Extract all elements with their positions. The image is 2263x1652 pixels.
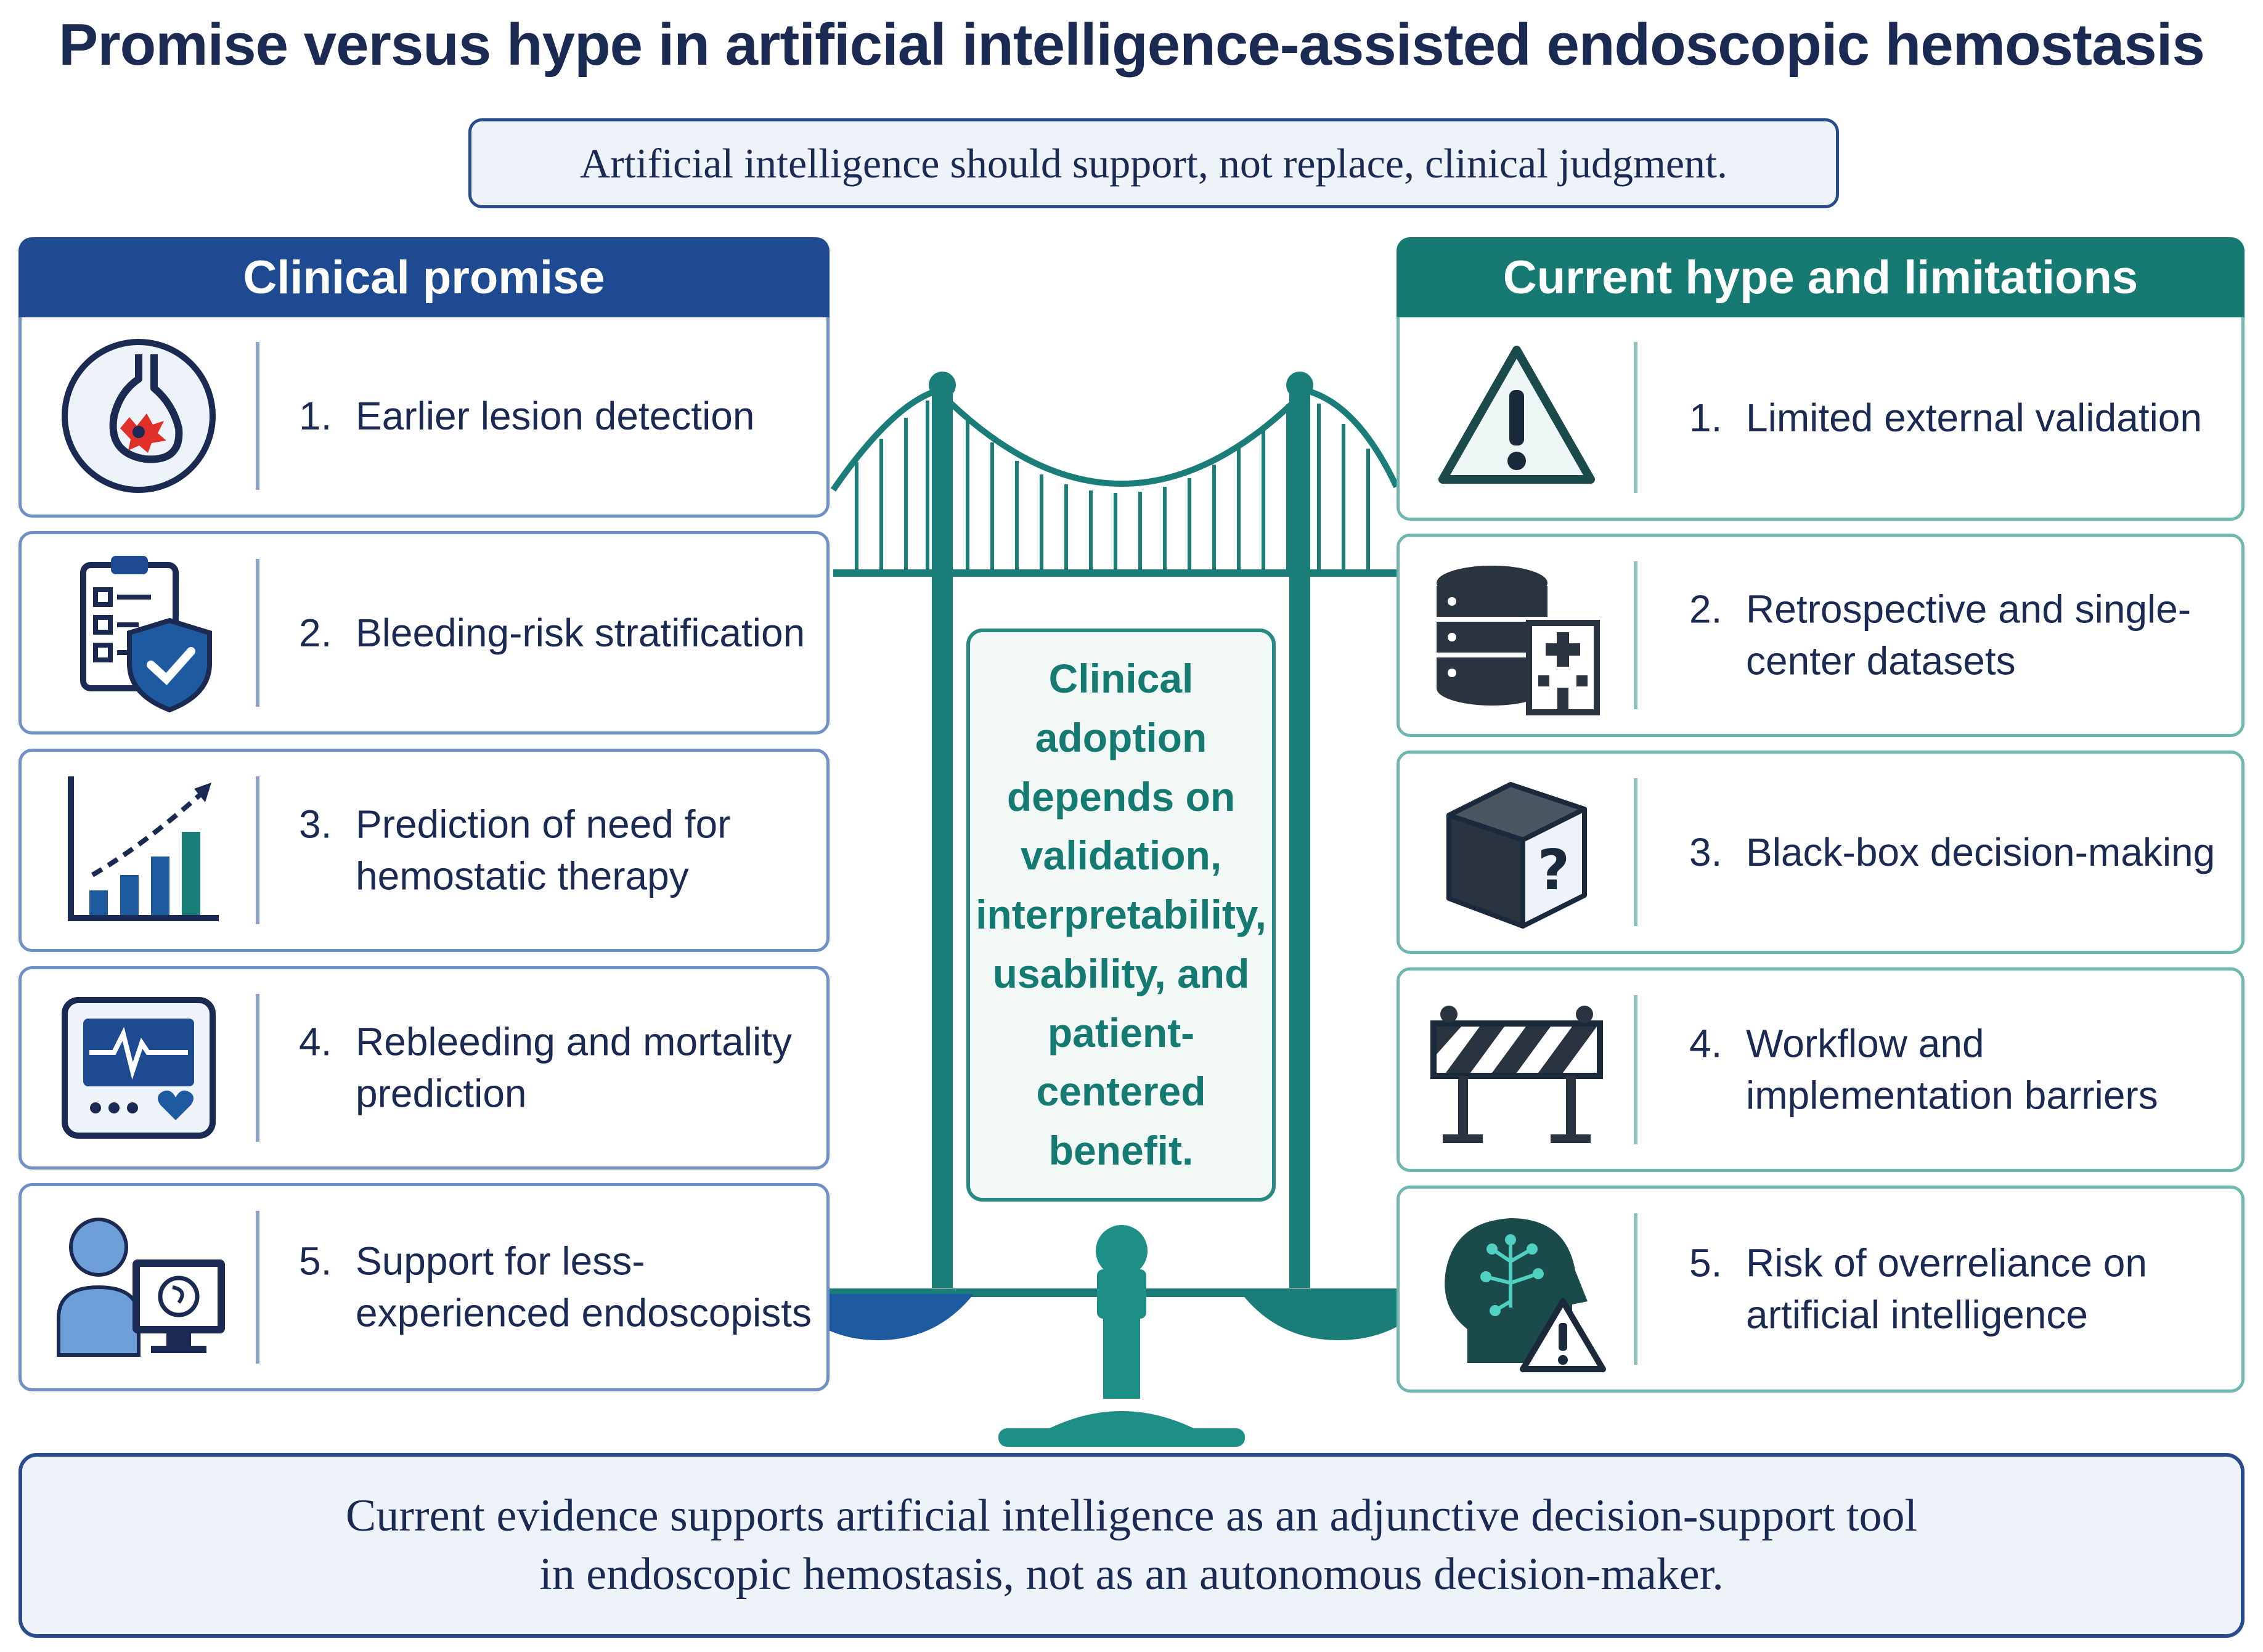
promise-item-5: 5. Support for less-experienced endoscop… [299, 1235, 814, 1340]
limitation-item-2: 2. Retrospective and single-center datas… [1689, 584, 2229, 688]
limitation-item-1: 1. Limited external validation [1689, 391, 2229, 443]
conclusion-line-2: in endoscopic hemostasis, not as an auto… [539, 1549, 1724, 1600]
conclusion-banner: Current evidence supports artificial int… [18, 1453, 2245, 1638]
item-number: 1. [1689, 395, 1723, 440]
clinical-promise-header: Clinical promise [18, 237, 830, 317]
card-divider [256, 776, 259, 924]
question-box-icon: ? [1424, 766, 1609, 938]
card-divider [1634, 561, 1637, 709]
item-text: Earlier lesion detection [356, 393, 755, 438]
limitation-card-4: 4. Workflow and implementation barriers [1397, 967, 2245, 1172]
head-warning-icon [1424, 1203, 1609, 1375]
promise-card-1: 1. Earlier lesion detection [18, 317, 830, 518]
key-message-banner: Artificial intelligence should support, … [468, 118, 1839, 208]
item-text: Workflow and implementation barriers [1746, 1021, 2158, 1118]
checklist-shield-icon [46, 547, 231, 719]
item-number: 3. [299, 802, 332, 847]
limitation-card-3: ? 3. Black-box decision-making [1397, 751, 2245, 954]
database-hospital-icon [1424, 549, 1609, 722]
promise-item-2: 2. Bleeding-risk stratification [299, 607, 814, 659]
item-text: Retrospective and single-center datasets [1746, 587, 2192, 683]
limitation-card-1: 1. Limited external validation [1397, 317, 2245, 521]
hype-limitations-header: Current hype and limitations [1397, 237, 2245, 317]
limitation-card-5: 5. Risk of overreliance on artificial in… [1397, 1186, 2245, 1393]
page-title: Promise versus hype in artificial intell… [59, 12, 2205, 78]
limitation-card-2: 2. Retrospective and single-center datas… [1397, 534, 2245, 737]
adoption-criteria-box: Clinical adoption depends on validation,… [966, 629, 1276, 1202]
item-text: Limited external validation [1746, 395, 2202, 440]
svg-text:?: ? [1538, 838, 1570, 903]
card-divider [256, 342, 259, 490]
promise-card-2: 2. Bleeding-risk stratification [18, 531, 830, 734]
item-text: Risk of overreliance on artificial intel… [1746, 1240, 2147, 1337]
item-number: 5. [1689, 1240, 1723, 1285]
promise-card-5: 5. Support for less-experienced endoscop… [18, 1183, 830, 1391]
item-number: 4. [1689, 1021, 1723, 1066]
conclusion-line-1: Current evidence supports artificial int… [345, 1491, 1918, 1542]
rising-bar-chart-icon [46, 764, 231, 937]
promise-item-1: 1. Earlier lesion detection [299, 390, 814, 442]
item-text: Bleeding-risk stratification [356, 610, 805, 655]
clinician-computer-icon [46, 1201, 231, 1373]
barrier-icon [1424, 983, 1609, 1156]
limitation-item-5: 5. Risk of overreliance on artificial in… [1689, 1237, 2229, 1341]
scale-pans [783, 1288, 1436, 1340]
promise-card-3: 3. Prediction of need for hemostatic the… [18, 749, 830, 952]
card-divider [256, 994, 259, 1142]
item-text: Prediction of need for hemostatic therap… [356, 802, 731, 898]
item-number: 4. [299, 1019, 332, 1064]
item-number: 3. [1689, 829, 1723, 874]
card-divider [256, 1211, 259, 1364]
item-text: Rebleeding and mortality prediction [356, 1019, 792, 1116]
item-number: 2. [1689, 587, 1723, 632]
limitation-item-4: 4. Workflow and implementation barriers [1689, 1018, 2229, 1122]
bridge-cables [830, 386, 1400, 577]
item-text: Support for less-experienced endoscopist… [356, 1239, 812, 1335]
card-divider [1634, 778, 1637, 926]
item-number: 5. [299, 1239, 332, 1284]
limitation-item-3: 3. Black-box decision-making [1689, 826, 2229, 878]
card-divider [1634, 1213, 1637, 1365]
scale-base [998, 1225, 1245, 1447]
card-divider [256, 559, 259, 707]
stomach-lesion-icon [46, 330, 231, 502]
warning-icon [1424, 332, 1609, 504]
vital-monitor-icon [46, 982, 231, 1154]
item-number: 1. [299, 393, 332, 438]
promise-card-4: 4. Rebleeding and mortality prediction [18, 966, 830, 1170]
promise-item-4: 4. Rebleeding and mortality prediction [299, 1016, 814, 1120]
card-divider [1634, 342, 1637, 493]
item-number: 2. [299, 610, 332, 655]
item-text: Black-box decision-making [1746, 829, 2216, 874]
promise-item-3: 3. Prediction of need for hemostatic the… [299, 799, 814, 903]
card-divider [1634, 995, 1637, 1144]
